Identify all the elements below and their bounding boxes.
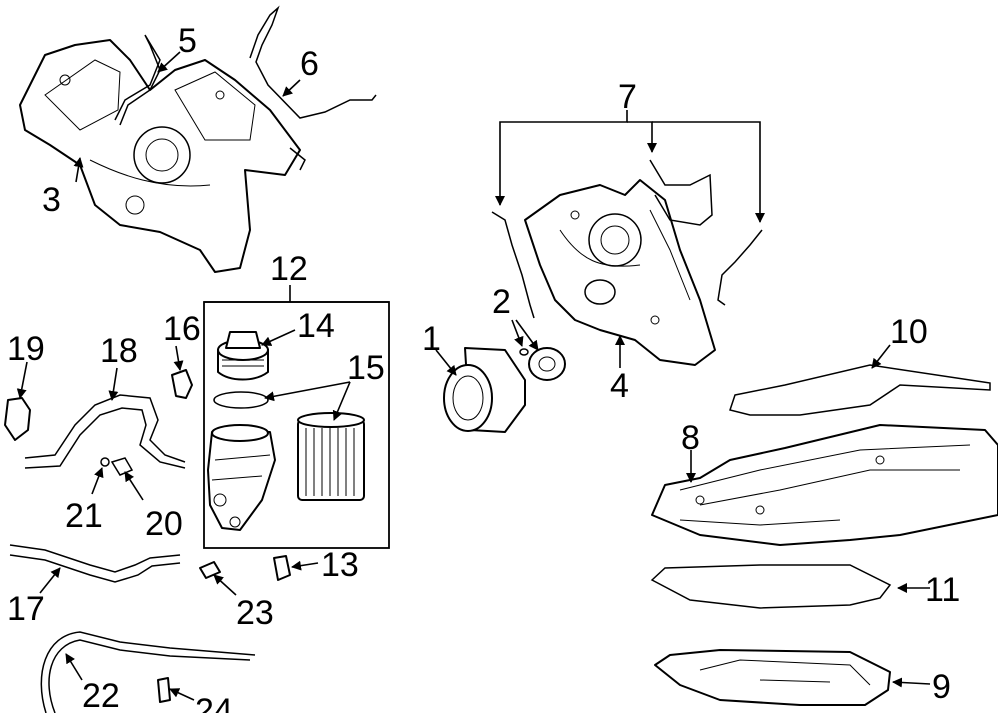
callout-9: 9 [932, 668, 951, 706]
callout-21: 21 [65, 497, 103, 535]
upper-oil-pan [651, 424, 998, 546]
dipstick-tube [40, 631, 256, 713]
crankshaft-seal [519, 347, 566, 381]
callout-16: 16 [163, 310, 201, 348]
oil-cooler-hose-upper [24, 394, 186, 469]
upper-oil-pan-gasket [729, 364, 991, 416]
oil-filter-cap [217, 331, 269, 381]
oil-filter-housing [207, 424, 276, 531]
timing-cover-gasket-right [249, 5, 377, 171]
oil-cooler-hose-lower [9, 544, 181, 583]
front-cover-gasket-right [717, 229, 763, 306]
callout-3: 3 [42, 181, 61, 219]
filter-o-ring [213, 391, 269, 409]
callout-24: 24 [195, 692, 233, 713]
bolt [157, 677, 171, 703]
callout-5: 5 [178, 22, 197, 60]
callout-12: 12 [270, 250, 308, 288]
callout-7: 7 [618, 78, 637, 116]
timing-cover-gasket-left [114, 34, 161, 126]
callout-15: 15 [347, 349, 385, 387]
rear-timing-cover [19, 39, 301, 273]
callout-6: 6 [300, 45, 319, 83]
callout-1: 1 [422, 320, 441, 358]
callout-10: 10 [890, 313, 928, 351]
callout-18: 18 [100, 332, 138, 370]
front-cover-gasket-mid [649, 159, 713, 226]
callout-19: 19 [7, 330, 45, 368]
callout-4: 4 [610, 367, 629, 405]
callout-23: 23 [236, 594, 274, 632]
drain-fitting [199, 561, 221, 579]
callout-20: 20 [145, 505, 183, 543]
hose-clip [110, 457, 134, 476]
front-cover-gasket-left [491, 211, 535, 319]
callout-13: 13 [321, 546, 359, 584]
callout-2: 2 [492, 283, 511, 321]
washer [100, 457, 110, 467]
callout-8: 8 [681, 419, 700, 457]
front-timing-cover [524, 179, 716, 366]
oil-filter-element [297, 412, 365, 501]
callout-14: 14 [297, 307, 335, 345]
leader-lines [16, 51, 931, 701]
lower-oil-pan-gasket [650, 564, 892, 609]
check-valve [273, 555, 291, 581]
lower-oil-pan [654, 649, 891, 706]
oil-pressure-sensor [171, 369, 193, 399]
callout-17: 17 [7, 590, 45, 628]
callout-22: 22 [82, 677, 120, 713]
hose-bracket [4, 397, 31, 441]
callout-11: 11 [925, 571, 960, 609]
crankshaft-damper [443, 347, 526, 433]
